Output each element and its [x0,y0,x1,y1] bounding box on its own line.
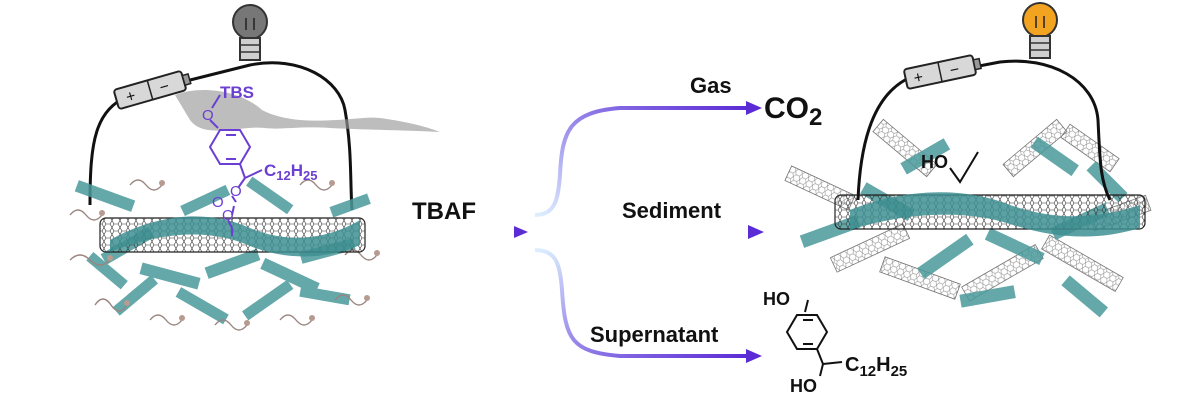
carbonate-o-3: O [212,194,224,211]
tbs-label: TBS [220,83,254,102]
right-bulb-on [1022,2,1058,59]
branch-label-supernatant: Supernatant [590,322,719,347]
reaction-arrows [380,101,764,363]
carbonate-o-2: O [222,207,234,224]
left-device: + − [69,4,440,331]
co2-label: CO2 [764,92,822,131]
left-battery: + − [113,70,192,110]
product-chain-label: C12H25 [845,354,907,380]
carbonate-o-1: O [230,183,242,200]
gas-arrow-head [746,101,762,115]
svg-text:+: + [124,88,138,107]
left-side-chains [69,179,378,331]
main-arrow-head [514,226,528,238]
left-polymer-network [74,176,371,325]
left-circuit-wire [88,61,354,211]
supernatant-arrow-head [746,349,762,363]
right-battery: + − [903,54,983,90]
right-hydroxyl-bond [949,151,979,184]
molecule-o-label-top: O [202,107,214,124]
left-bulb-off [232,4,268,61]
svg-text:+: + [912,69,925,88]
left-side-chain-ends [99,180,380,326]
right-circuit-wire [856,59,1112,201]
svg-text:−: − [948,61,961,80]
grey-smoke-shape [175,90,440,132]
branch-label-sediment: Sediment [622,198,722,223]
product-bottom-ho: HO [790,376,817,396]
right-hydroxyl-label: HO [921,152,948,172]
left-molecule [208,94,263,236]
gas-arrow-shaft [534,106,748,217]
product-top-ho: HO [763,289,790,309]
right-device: + − HO [784,2,1152,318]
chain-label-left: C12H25 [264,161,318,183]
supernatant-arrow-shaft [534,248,748,358]
reagent-label: TBAF [412,198,476,225]
sediment-arrow-head [748,225,764,239]
branch-label-gas: Gas [690,73,732,98]
svg-text:−: − [158,78,172,97]
right-carbon-nanotube [834,192,1146,237]
product-molecule: HO HO C12H25 [763,289,907,396]
